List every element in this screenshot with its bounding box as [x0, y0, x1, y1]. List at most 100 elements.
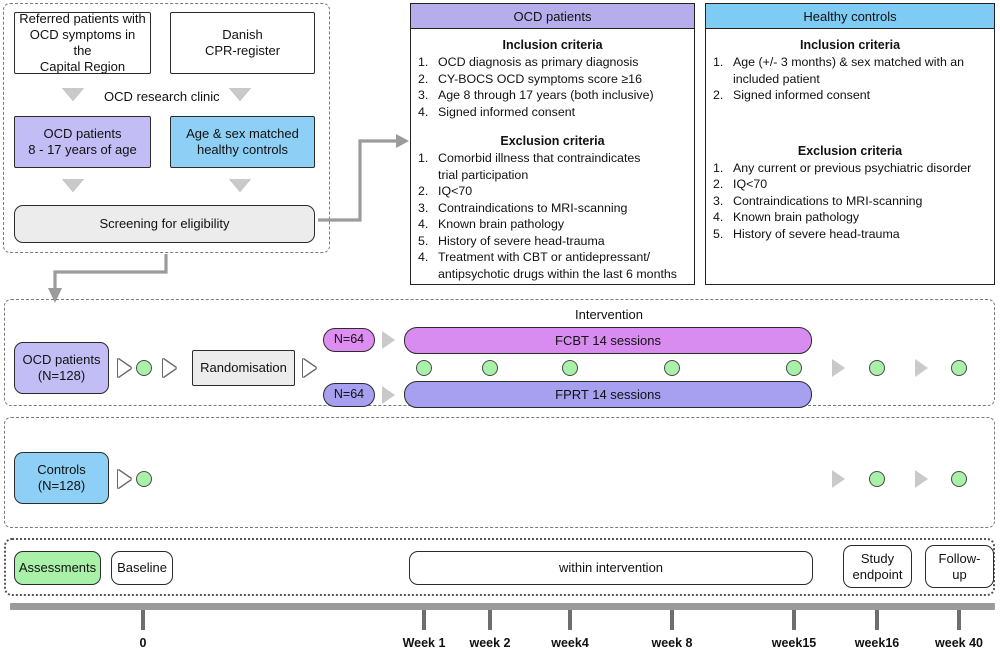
within-intervention-label: within intervention: [558, 560, 664, 576]
timeline-tick: [670, 610, 674, 630]
assessments-box: Assessments: [14, 551, 101, 585]
screening-box: Screening for eligibility: [14, 205, 315, 243]
endpoint-line-2: endpoint: [852, 566, 903, 582]
followup-line-1: Follow-: [938, 550, 981, 566]
arm-fprt-bar-label: FPRT 14 sessions: [555, 386, 661, 402]
screening-label: Screening for eligibility: [99, 216, 230, 232]
hc-criteria-header: Healthy controls: [705, 3, 995, 29]
follow-up-box: Follow- up: [925, 545, 994, 588]
list-item: 5.History of severe head-trauma: [713, 226, 900, 241]
assessments-panel: [4, 538, 995, 596]
flow-triangle-fprt: [382, 386, 395, 404]
screening-triangle-right: [229, 179, 251, 192]
ocd-patients-age-box: OCD patients 8 - 17 years of age: [14, 116, 151, 168]
ocd-inclusion-list: 1.OCD diagnosis as primary diagnosis 2.C…: [418, 54, 687, 120]
ocd-n128-line-1: OCD patients: [22, 352, 101, 368]
arm-fprt-bar: FPRT 14 sessions: [404, 381, 812, 408]
ocd-exclusion-list: 1.Comorbid illness that contraindicates …: [418, 150, 687, 282]
cpr-register-box: Danish CPR-register: [170, 12, 315, 74]
timeline-tick: [957, 610, 961, 630]
hc-inclusion-title: Inclusion criteria: [799, 38, 901, 52]
timeline-tick-label: Week 1: [402, 636, 446, 650]
assessments-label: Assessments: [18, 560, 97, 576]
list-item: 4.Known brain pathology: [418, 217, 565, 231]
referred-line-3: Capital Region: [39, 58, 126, 74]
flow-triangle-fcbt: [382, 331, 395, 349]
study-endpoint-box: Study endpoint: [843, 545, 912, 588]
ocd-patients-n128-box: OCD patients (N=128): [14, 342, 109, 394]
assessment-circle-week4: [562, 360, 578, 376]
controls-line-2: (N=128): [37, 478, 86, 493]
ocd-age-line-2: 8 - 17 years of age: [28, 142, 137, 157]
timeline-tick-label: week16: [854, 636, 900, 650]
ocd-exclusion-title: Exclusion criteria: [500, 134, 605, 148]
arm-fcbt-bar-label: FCBT 14 sessions: [555, 332, 661, 348]
ocd-criteria-body: Inclusion criteria 1.OCD diagnosis as pr…: [410, 29, 695, 285]
hc-exclusion-list: 1.Any current or previous psychiatric di…: [713, 160, 987, 243]
timeline-tick-label: week4: [551, 636, 589, 650]
list-item: 2.IQ<70: [713, 177, 768, 191]
baseline-label: Baseline: [117, 560, 167, 576]
assessment-circle-week15: [786, 360, 802, 376]
list-item: 3.Contraindications to MRI-scanning: [418, 200, 628, 215]
hc-line-2: healthy controls: [196, 142, 289, 157]
clinic-triangle-left: [62, 88, 84, 101]
assessment-circle-controls-week40: [951, 471, 967, 487]
list-item: 2.IQ<70: [418, 184, 473, 198]
arm-fcbt-bar: FCBT 14 sessions: [404, 327, 812, 354]
assessment-circle-week40: [951, 360, 967, 376]
timeline-tick: [422, 610, 426, 630]
followup-line-2: up: [952, 566, 967, 582]
screening-triangle-left: [62, 179, 84, 192]
ocd-n128-line-2: (N=128): [37, 368, 86, 383]
hc-criteria-body: Inclusion criteria 1.Age (+/- 3 months) …: [705, 29, 995, 285]
controls-n128-box: Controls (N=128): [14, 452, 109, 504]
timeline-axis: [10, 603, 995, 610]
assessment-circle-controls-week16: [869, 471, 885, 487]
cpr-line-1: Danish: [222, 27, 263, 43]
timeline-tick-label: week 40: [935, 636, 983, 650]
arm-fprt-n-box: N=64: [323, 383, 375, 407]
arm-fprt-n-label: N=64: [333, 387, 365, 402]
clinic-triangle-right: [229, 88, 251, 101]
assessment-circle-week2: [482, 360, 498, 376]
list-item: 1.Comorbid illness that contraindicates …: [418, 151, 641, 182]
list-item: 2.CY-BOCS OCD symptoms score ≥16: [418, 71, 642, 86]
ocd-research-clinic-label: OCD research clinic: [104, 89, 220, 104]
assessment-circle-ocd-baseline: [136, 360, 152, 376]
endpoint-line-1: Study: [860, 550, 895, 566]
hc-exclusion-title: Exclusion criteria: [797, 143, 903, 158]
timeline-tick-label: week 8: [651, 636, 693, 650]
flow-triangle-ocd-endpoint: [832, 359, 845, 377]
timeline-tick-label: 0: [139, 636, 147, 650]
intervention-label: Intervention: [575, 307, 643, 322]
baseline-box: Baseline: [111, 551, 173, 585]
list-item: 1.Any current or previous psychiatric di…: [713, 160, 972, 175]
controls-panel: [4, 417, 995, 528]
hc-line-1: Age & sex matched: [186, 126, 299, 142]
controls-line-1: Controls: [37, 462, 86, 478]
list-item: 4.Signed informed consent: [418, 104, 576, 119]
referred-line-2: OCD symptoms in the: [29, 27, 136, 58]
within-intervention-box: within intervention: [409, 551, 813, 585]
list-item: 1.Age (+/- 3 months) & sex matched with …: [713, 55, 965, 86]
flow-triangle-ocd-followup: [915, 359, 928, 377]
assessment-circle-controls-baseline: [136, 471, 152, 487]
flow-triangle-ocd-1: [118, 359, 131, 377]
ocd-criteria-header: OCD patients: [410, 3, 695, 29]
flow-triangle-ocd-2: [163, 359, 176, 377]
timeline-tick: [875, 610, 879, 630]
referred-line-1: Referred patients with: [19, 11, 146, 27]
healthy-controls-matched-box: Age & sex matched healthy controls: [170, 116, 315, 168]
timeline-tick-label: week15: [771, 636, 817, 650]
flow-triangle-controls-followup: [915, 470, 928, 488]
flow-triangle-ocd-3: [303, 359, 316, 377]
arm-fcbt-n-label: N=64: [333, 332, 365, 347]
timeline-tick: [568, 610, 572, 630]
ocd-age-line-1: OCD patients: [43, 126, 122, 142]
ocd-criteria-header-label: OCD patients: [513, 8, 592, 24]
list-item: 2.Signed informed consent: [713, 88, 871, 102]
